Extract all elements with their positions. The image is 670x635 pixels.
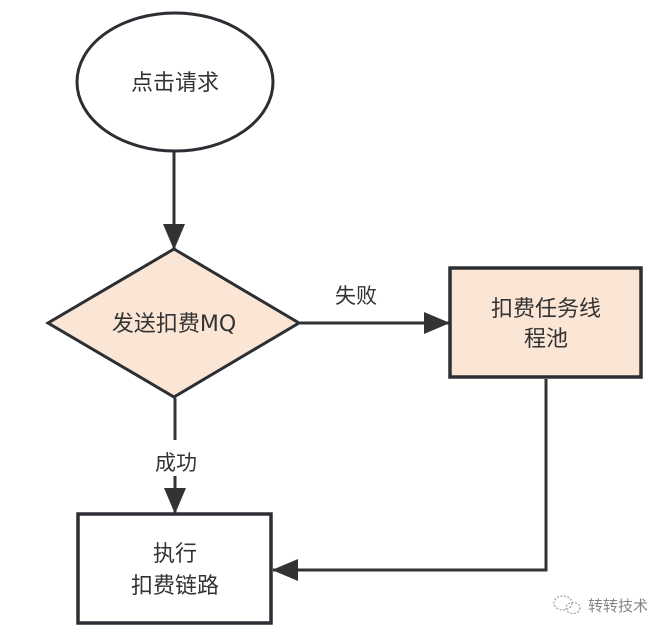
decision-label: 发送扣费MQ bbox=[112, 312, 236, 337]
node-thread-pool: 扣费任务线 程池 bbox=[448, 266, 643, 379]
edge-success: 成功 bbox=[155, 398, 197, 514]
fail-label: 失败 bbox=[335, 284, 377, 308]
watermark: 转转技术 bbox=[553, 595, 648, 615]
execute-label-line2: 扣费链路 bbox=[131, 574, 219, 599]
thread-pool-label-line2: 程池 bbox=[524, 327, 568, 352]
thread-pool-label-line1: 扣费任务线 bbox=[491, 297, 601, 322]
node-decision: 发送扣费MQ bbox=[45, 247, 302, 399]
decision-diamond bbox=[45, 247, 302, 399]
edge-pool-to-execute bbox=[272, 379, 548, 581]
edge-fail: 失败 bbox=[300, 284, 450, 334]
node-execute: 执行 扣费链路 bbox=[76, 512, 273, 625]
node-start: 点击请求 bbox=[75, 11, 275, 153]
start-ellipse bbox=[75, 11, 275, 153]
thread-pool-box bbox=[448, 266, 643, 379]
execute-label-line1: 执行 bbox=[153, 542, 197, 567]
start-label: 点击请求 bbox=[131, 71, 219, 96]
success-label: 成功 bbox=[155, 451, 197, 475]
edge-line bbox=[272, 379, 548, 581]
wechat-icon bbox=[553, 595, 581, 615]
watermark-text: 转转技术 bbox=[588, 597, 648, 615]
execute-box bbox=[76, 512, 273, 625]
